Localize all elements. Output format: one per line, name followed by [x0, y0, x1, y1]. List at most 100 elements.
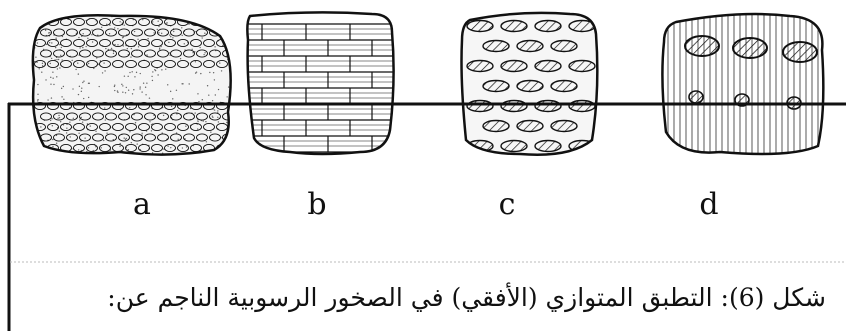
stipple-dot [61, 59, 63, 61]
pebble [118, 112, 130, 121]
pebble [177, 143, 189, 153]
stipple-dot [222, 44, 224, 47]
stipple-dot [185, 125, 187, 127]
stipple-dot [83, 97, 85, 100]
pebble [73, 38, 85, 48]
stipple-dot [58, 130, 61, 132]
stipple-dot [151, 75, 153, 78]
stipple-dot [205, 15, 208, 17]
stipple-dot [82, 46, 84, 49]
stipple-dot [141, 132, 143, 134]
stipple-dot [82, 81, 84, 84]
stipple-dot [85, 45, 87, 48]
stipple-dot [197, 120, 199, 123]
stipple-dot [174, 15, 176, 16]
stipple-dot [210, 131, 212, 133]
pebble [138, 38, 150, 48]
stipple-dot [32, 154, 34, 155]
pebble [164, 101, 176, 111]
stipple-dot [131, 93, 134, 95]
pebble [86, 101, 98, 111]
stipple-dot [177, 138, 179, 141]
stipple-dot [78, 36, 80, 39]
hatched-oval [466, 99, 494, 113]
stipple-dot [182, 83, 184, 85]
stipple-dot [157, 74, 159, 76]
stipple-dot [127, 148, 130, 151]
stipple-dot [50, 97, 53, 99]
stipple-dot [59, 121, 62, 123]
stipple-dot [167, 145, 169, 147]
stipple-dot [38, 68, 40, 70]
stipple-dot [157, 20, 159, 22]
stipple-dot [145, 94, 147, 96]
stipple-dot [45, 43, 48, 46]
stipple-dot [97, 34, 99, 36]
stipple-dot [188, 83, 190, 85]
pebble [105, 112, 117, 121]
stipple-dot [122, 45, 125, 47]
pebble [177, 38, 189, 48]
pebble [138, 122, 150, 132]
pebble [105, 133, 117, 142]
pebble [131, 112, 143, 121]
stipple-dot [139, 86, 141, 88]
stipple-dot [79, 47, 81, 49]
stipple-dot [232, 79, 233, 80]
pebble [196, 49, 208, 58]
panel-b-outline [246, 11, 395, 156]
stipple-dot [175, 132, 178, 134]
stipple-dot [77, 93, 80, 96]
pebble [125, 122, 137, 132]
pebble [99, 143, 111, 153]
pebble [112, 122, 124, 132]
stipple-dot [201, 99, 204, 101]
stipple-dot [81, 87, 83, 89]
stipple-dot [103, 62, 105, 64]
stipple-dot [209, 71, 211, 74]
pebble [112, 38, 124, 48]
stipple-dot [122, 85, 124, 87]
stipple-dot [79, 119, 81, 121]
stipple-dot [169, 90, 172, 93]
stipple-dot [139, 72, 141, 75]
hatched-oval [534, 99, 562, 113]
stipple-dot [93, 67, 95, 70]
stipple-dot [57, 117, 59, 120]
pebble [47, 59, 59, 69]
stipple-dot [158, 48, 161, 50]
stipple-dot [212, 71, 215, 74]
pebble [112, 101, 124, 111]
stipple-dot [211, 115, 214, 117]
stipple-dot [233, 80, 234, 81]
stipple-dot [83, 80, 85, 82]
stipple-dot [150, 123, 153, 126]
stipple-dot [116, 90, 119, 92]
stipple-dot [35, 56, 37, 58]
stipple-dot [78, 85, 81, 88]
pebble [47, 122, 59, 132]
stipple-dot [82, 33, 84, 35]
stipple-dot [113, 27, 116, 29]
pebble [177, 101, 189, 111]
stipple-dot [193, 15, 195, 17]
stipple-dot [129, 130, 131, 133]
stipple-dot [192, 52, 194, 54]
stipple-dot [123, 24, 126, 26]
stipple-dot [162, 114, 165, 117]
stipple-dot [158, 32, 160, 34]
stipple-dot [51, 125, 54, 127]
stipple-dot [59, 13, 60, 14]
stipple-dot [87, 82, 90, 85]
pebble [99, 17, 111, 27]
stipple-dot [152, 71, 154, 73]
stipple-dot [106, 132, 108, 134]
stipple-dot [50, 83, 52, 85]
pebble [157, 28, 169, 37]
pebble [47, 101, 59, 111]
stipple-dot [126, 47, 129, 50]
stipple-dot [72, 117, 74, 119]
stipple-dot [71, 59, 73, 62]
pebble [209, 49, 221, 58]
pebble [118, 133, 130, 142]
